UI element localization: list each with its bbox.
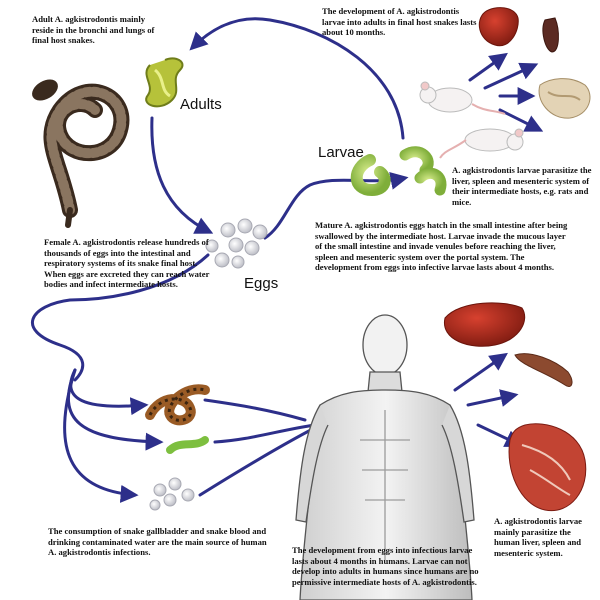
caption-human-organs: A. agkistrodontis larvae mainly parasiti… [494,516,582,558]
larva-source-image [166,436,209,454]
caption-adult-habitat: Adult A. agkistrodontis mainly reside in… [32,14,155,46]
snake-final-host-image [32,79,130,228]
arrow-adults-to-eggs [150,116,214,234]
arrow-to-water-source [63,368,139,503]
larvae-image [350,146,447,197]
caption-larvae-development: The development of A. agkistrodontis lar… [322,6,477,38]
arrow-mouse-to-spleen [483,62,539,90]
arrow-eggs-to-water [31,253,210,382]
arrow-mouse-to-mesentery [498,108,544,132]
arrow-snake-to-human [203,398,307,422]
arrow-eggs-to-larvae [263,171,409,240]
arrow-larvae-to-adults [189,17,405,140]
caption-infection-source: The consumption of snake gallbladder and… [48,526,267,558]
eggs-source-image [149,477,195,511]
human-figure-image [295,314,475,600]
eggs-label: Eggs [244,275,279,292]
arrow-human-to-liver [453,352,508,392]
caption-human-development: The development from eggs into infectiou… [292,545,479,587]
adults-label: Adults [180,96,222,113]
arrow-gallbladder-to-human [213,423,317,444]
arrow-human-to-spleen [466,389,519,407]
eggs-image [205,218,268,269]
caption-female-eggs: Female A. agkistrodontis release hundred… [44,237,210,290]
rodent-organs-image [478,7,591,119]
adult-worms-image [145,57,184,108]
larvae-label: Larvae [318,144,364,161]
human-organs-image [444,302,587,512]
caption-egg-hatching: Mature A. agkistrodontis eggs hatch in t… [315,220,568,273]
mice-image [419,81,524,159]
caption-larvae-rodents: A. agkistrodontis larvae parasitize the … [452,165,592,207]
arrow-mouse-to-heart [468,52,508,82]
arrow-to-snake-source [69,368,149,416]
snake-source-image [145,384,210,426]
